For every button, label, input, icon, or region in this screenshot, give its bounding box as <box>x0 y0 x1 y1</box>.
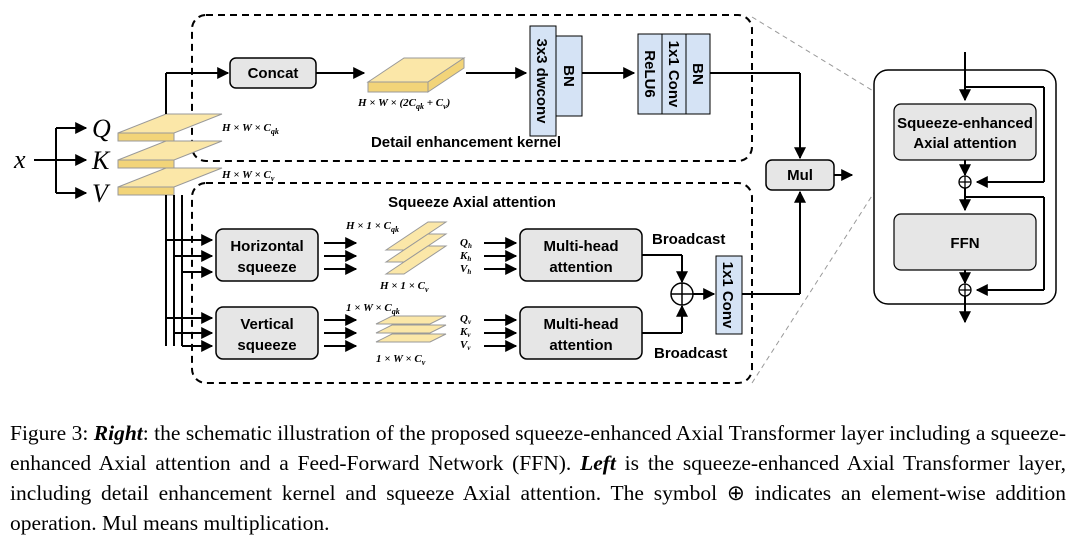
mha-vertical-label-2: attention <box>549 337 612 354</box>
horizontal-squeeze-label-1: Horizontal <box>230 238 303 255</box>
concat-feature-side <box>427 57 465 93</box>
caption-part3: indicates an element-wise addition opera… <box>10 481 1066 535</box>
sea-label-1: Squeeze-enhanced <box>897 115 1033 132</box>
mha-horizontal-label-1: Multi-head <box>544 238 619 255</box>
label-kv: Kv <box>459 326 471 339</box>
caption-part2: is the squeeze-enhanced Axial Transforme… <box>10 451 1066 505</box>
h-strip-1 <box>384 221 448 251</box>
bn2-label: BN <box>689 63 706 85</box>
label-k: K <box>91 146 111 175</box>
plane-v-base <box>117 186 175 196</box>
conv1x1-block <box>661 33 687 115</box>
label-qh: Qh <box>460 237 472 250</box>
caption-symbol: ⊕ <box>726 481 745 505</box>
broadcast-top-label: Broadcast <box>652 231 725 248</box>
caption-part1: : the schematic illustration of the prop… <box>10 421 1067 475</box>
dwconv-label: 3x3 dwconv <box>533 38 550 124</box>
v-dim-qk: 1 × W × Cqk <box>346 302 400 316</box>
plane-k-base <box>117 159 175 169</box>
plane-v <box>117 167 223 188</box>
zoom-line-top <box>751 16 894 104</box>
zoom-line-bottom <box>751 162 894 384</box>
dim-v: H × W × Cv <box>221 169 275 183</box>
bn2-block <box>685 33 711 115</box>
h-strip-3 <box>384 245 448 275</box>
dwconv-block <box>529 25 557 137</box>
bn1-label: BN <box>560 65 577 87</box>
squeeze-axial-label: Squeeze Axial attention <box>388 194 556 211</box>
label-v: V <box>92 179 111 208</box>
caption-left: Left <box>580 451 616 475</box>
h-strip-2 <box>384 233 448 263</box>
relu6-block <box>637 33 663 115</box>
label-q: Q <box>92 114 111 143</box>
concat-feature-front <box>367 81 429 93</box>
add-operator-icon <box>958 175 972 189</box>
v-strip-3 <box>375 333 447 343</box>
v-strip-1 <box>375 315 447 325</box>
horizontal-squeeze-label-2: squeeze <box>237 259 296 276</box>
caption-prefix: Figure 3: <box>10 421 94 445</box>
label-kh: Kh <box>459 250 471 263</box>
concat-label: Concat <box>248 65 299 82</box>
vertical-squeeze-block <box>215 306 319 360</box>
vertical-squeeze-label-2: squeeze <box>237 337 296 354</box>
conv1x1-label: 1x1 Conv <box>665 41 682 108</box>
bn1-block <box>555 35 583 117</box>
concat-dim: H × W × (2Cqk + Cv) <box>357 97 450 111</box>
caption-right: Right <box>93 421 143 445</box>
horizontal-squeeze-block <box>215 228 319 282</box>
mha-horizontal-label-2: attention <box>549 259 612 276</box>
h-dim-qk: H × 1 × Cqk <box>345 220 399 234</box>
add-operator-icon <box>958 283 972 297</box>
label-vv: Vv <box>460 339 471 352</box>
squeeze-axial-frame <box>191 182 753 384</box>
add-operator-icon <box>670 282 694 306</box>
dim-qk: H × W × Cqk <box>221 122 279 136</box>
ffn-label: FFN <box>950 235 979 252</box>
relu6-label: ReLU6 <box>641 50 658 98</box>
architecture-diagram: x Q K V H × W × Cqk H × W × Cv Concat H … <box>13 14 1057 384</box>
label-qv: Qv <box>460 313 472 326</box>
v-dim-v: 1 × W × Cv <box>376 353 426 367</box>
input-x: x <box>13 145 26 174</box>
vertical-squeeze-label-1: Vertical <box>240 316 293 333</box>
conv-out-label: 1x1 Conv <box>719 262 736 329</box>
sea-label-2: Axial attention <box>913 135 1016 152</box>
label-vh: Vh <box>460 263 471 276</box>
plane-k <box>117 140 223 161</box>
conv-out-block <box>715 255 743 335</box>
detail-kernel-label: Detail enhancement kernel <box>371 134 561 151</box>
detail-enhancement-frame <box>191 14 753 162</box>
mha-vertical-label-1: Multi-head <box>544 316 619 333</box>
plane-q <box>117 113 223 134</box>
broadcast-bottom-label: Broadcast <box>654 345 727 362</box>
figure-caption: Figure 3: Right: the schematic illustrat… <box>10 418 1066 538</box>
v-strip-2 <box>375 324 447 334</box>
mul-label: Mul <box>787 167 813 184</box>
plane-q-base <box>117 132 175 142</box>
h-dim-v: H × 1 × Cv <box>379 280 429 294</box>
